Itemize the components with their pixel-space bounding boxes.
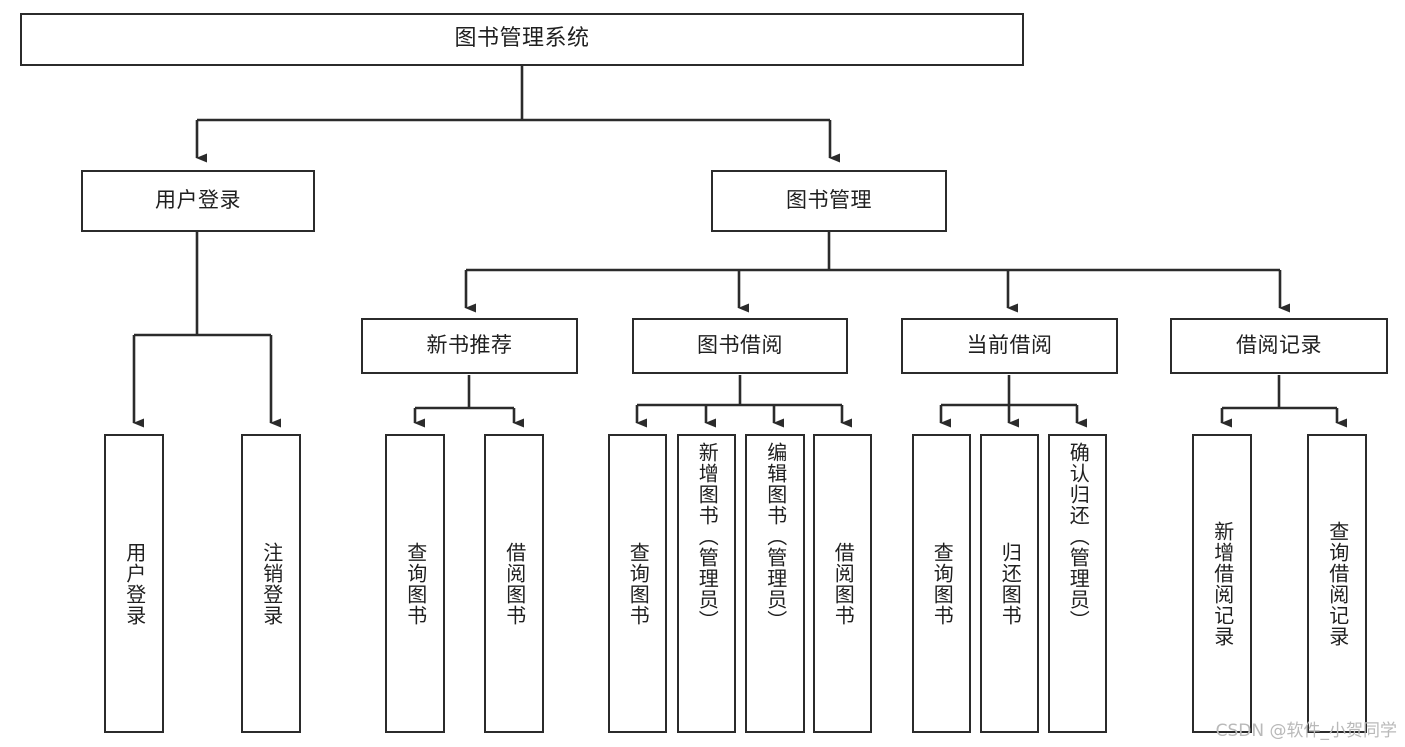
- node-label: 注销登录: [259, 541, 284, 626]
- node-book-borrow[interactable]: 图书借阅: [632, 318, 848, 374]
- node-label: 查询图书: [403, 541, 428, 626]
- node-label: 图书管理系统: [454, 26, 590, 52]
- node-leaf-query-book-3[interactable]: 查询图书: [912, 434, 971, 733]
- node-leaf-edit-book[interactable]: 编辑图书（管理员）: [745, 434, 805, 733]
- node-label: 新增图书（管理员）: [695, 442, 720, 631]
- node-leaf-user-login[interactable]: 用户登录: [104, 434, 164, 733]
- edges-level1-to-level2: [195, 66, 840, 163]
- node-leaf-logout-login[interactable]: 注销登录: [241, 434, 301, 733]
- node-book-management[interactable]: 图书管理: [711, 170, 947, 232]
- edges-borrow-record-to-leaves: [1220, 375, 1347, 428]
- node-label: 查询图书: [626, 541, 651, 626]
- node-root-book-management-system[interactable]: 图书管理系统: [20, 13, 1024, 66]
- node-leaf-query-borrow-record[interactable]: 查询借阅记录: [1307, 434, 1367, 733]
- edges-book-borrow-to-leaves: [635, 375, 852, 428]
- node-borrow-record[interactable]: 借阅记录: [1170, 318, 1388, 374]
- csdn-watermark: CSDN @软件_小贺同学: [1215, 721, 1397, 741]
- node-label: 借阅图书: [502, 541, 527, 626]
- node-leaf-confirm-return[interactable]: 确认归还（管理员）: [1048, 434, 1107, 733]
- node-leaf-query-book-1[interactable]: 查询图书: [385, 434, 445, 733]
- node-current-borrow[interactable]: 当前借阅: [901, 318, 1118, 374]
- edges-new-book-recommend-to-leaves: [413, 375, 524, 428]
- node-leaf-return-book[interactable]: 归还图书: [980, 434, 1039, 733]
- node-leaf-query-book-2[interactable]: 查询图书: [608, 434, 667, 733]
- node-label: 用户登录: [155, 188, 241, 213]
- node-label: 查询借阅记录: [1325, 520, 1350, 647]
- node-label: 借阅记录: [1236, 333, 1322, 358]
- node-label: 新书推荐: [426, 333, 513, 358]
- node-label: 查询图书: [930, 541, 955, 626]
- node-leaf-borrow-book-1[interactable]: 借阅图书: [484, 434, 544, 733]
- node-label: 当前借阅: [966, 333, 1053, 358]
- node-leaf-add-borrow-record[interactable]: 新增借阅记录: [1192, 434, 1252, 733]
- node-label: 图书借阅: [697, 333, 783, 358]
- node-leaf-add-book[interactable]: 新增图书（管理员）: [677, 434, 736, 733]
- edges-current-borrow-to-leaves: [939, 375, 1087, 428]
- node-leaf-borrow-book-2[interactable]: 借阅图书: [813, 434, 872, 733]
- edges-user-login-to-leaves: [132, 232, 281, 428]
- node-label: 编辑图书（管理员）: [763, 442, 788, 631]
- node-label: 借阅图书: [831, 541, 856, 626]
- node-label: 图书管理: [786, 188, 872, 213]
- node-label: 归还图书: [998, 541, 1023, 626]
- node-label: 确认归还（管理员）: [1066, 442, 1091, 631]
- node-label: 新增借阅记录: [1210, 520, 1235, 647]
- node-label: 用户登录: [122, 541, 147, 626]
- node-new-book-recommend[interactable]: 新书推荐: [361, 318, 578, 374]
- edges-book-management-to-level3: [464, 232, 1290, 313]
- node-user-login[interactable]: 用户登录: [81, 170, 315, 232]
